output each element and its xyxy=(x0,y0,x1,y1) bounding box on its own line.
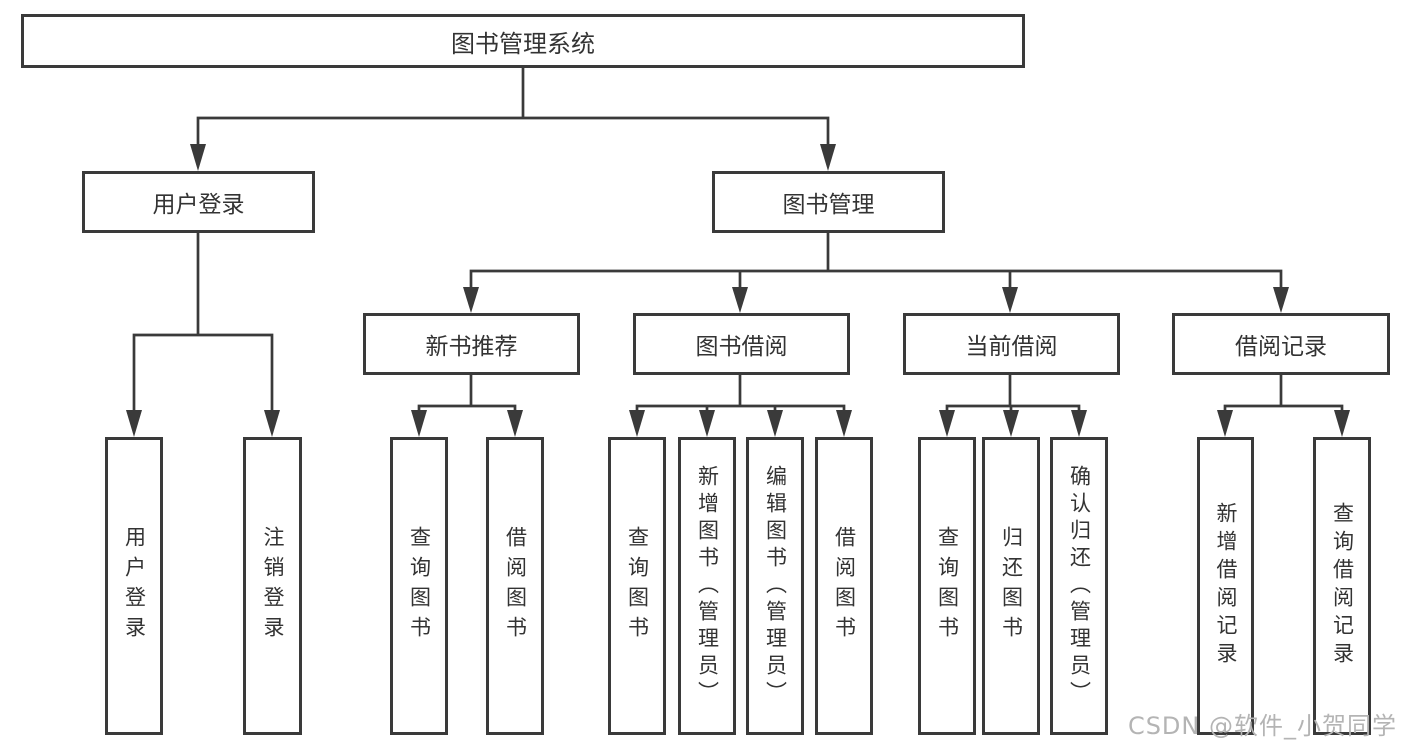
connector-book-management-branch xyxy=(463,231,1289,313)
leaf-confirm-return-admin: 确认归还（管理员） xyxy=(1050,437,1108,735)
leaf-query-borrow-record: 查询借阅记录 xyxy=(1313,437,1371,735)
connector-current-borrow-branch xyxy=(939,373,1087,437)
node-book-borrow: 图书借阅 xyxy=(633,313,850,375)
leaf-query-books-recommend: 查询图书 xyxy=(390,437,448,735)
leaf-logout: 注销登录 xyxy=(243,437,302,735)
node-borrow-records: 借阅记录 xyxy=(1172,313,1390,375)
leaf-borrow-books-recommend: 借阅图书 xyxy=(486,437,544,735)
node-user-login: 用户登录 xyxy=(82,171,315,233)
leaf-query-books-borrow: 查询图书 xyxy=(608,437,666,735)
connector-borrow-records-branch xyxy=(1217,373,1350,437)
leaf-borrow-books: 借阅图书 xyxy=(815,437,873,735)
node-new-book-recommend: 新书推荐 xyxy=(363,313,580,375)
leaf-query-books-current: 查询图书 xyxy=(918,437,976,735)
leaf-edit-books-admin: 编辑图书（管理员） xyxy=(746,437,804,735)
leaf-add-books-admin: 新增图书（管理员） xyxy=(678,437,736,735)
connector-book-borrow-branch xyxy=(629,373,852,437)
connector-new-book-branch xyxy=(411,373,523,437)
node-book-management: 图书管理 xyxy=(712,171,945,233)
connector-user-login-branch xyxy=(126,231,280,437)
node-current-borrow: 当前借阅 xyxy=(903,313,1120,375)
leaf-user-login: 用户登录 xyxy=(105,437,163,735)
node-root-system: 图书管理系统 xyxy=(21,14,1025,68)
leaf-add-borrow-record: 新增借阅记录 xyxy=(1197,437,1254,735)
csdn-watermark: CSDN @软件_小贺同学 xyxy=(1127,712,1397,740)
connector-root-branch xyxy=(190,66,836,171)
leaf-return-books: 归还图书 xyxy=(982,437,1040,735)
